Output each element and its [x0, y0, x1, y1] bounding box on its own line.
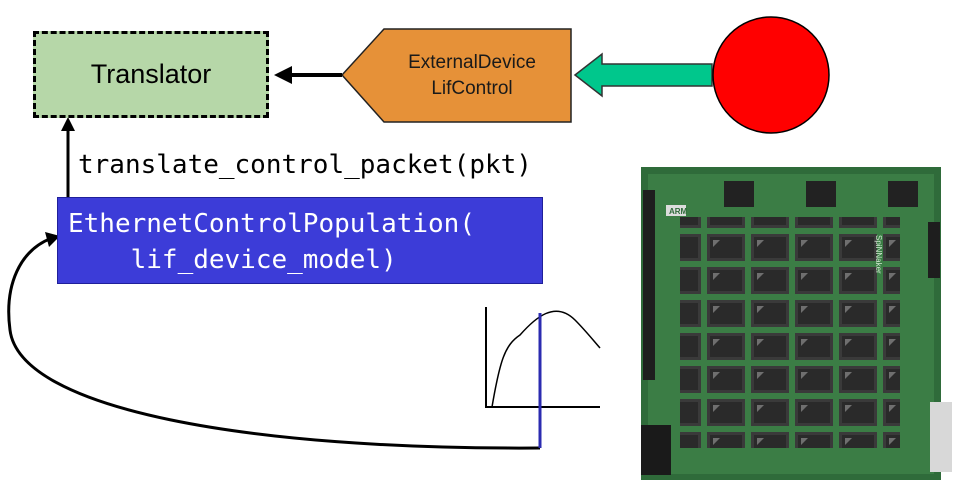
top-chip-3	[888, 181, 918, 207]
board-name-label: SpiNNaker	[874, 235, 883, 274]
feedback-curve-arrowhead	[45, 232, 60, 247]
arm-logo-box	[666, 205, 686, 216]
translator-box: Translator	[33, 31, 269, 118]
external-device-label: ExternalDevice LifControl	[372, 44, 572, 108]
population-line2: lif_device_model)	[68, 245, 397, 275]
population-box: EthernetControlPopulation( lif_device_mo…	[57, 197, 543, 284]
top-chip-1	[724, 181, 754, 207]
population-to-translator-arrowhead	[61, 117, 75, 131]
bottom-right-connector	[930, 402, 952, 472]
device-to-translator-arrowhead	[274, 66, 292, 84]
external-device-line1: ExternalDevice	[408, 52, 536, 73]
stimulus-circle	[712, 16, 830, 134]
stimulus-arrow	[573, 52, 713, 98]
chip-grid	[680, 217, 900, 448]
left-connectors	[643, 190, 655, 380]
translator-label: Translator	[90, 59, 212, 89]
response-plot	[485, 307, 601, 448]
top-chip-2	[806, 181, 836, 207]
method-call-label: translate_control_packet(pkt)	[78, 150, 532, 180]
arm-logo: ARM	[669, 207, 688, 216]
spinnaker-board: ARM SpiNNaker	[641, 167, 952, 480]
external-device-shape	[340, 28, 572, 123]
plot-curve	[491, 310, 601, 408]
feedback-curve-arrow	[7, 236, 541, 450]
bottom-left-connector	[641, 425, 671, 475]
population-line1: EthernetControlPopulation(	[68, 209, 475, 239]
external-device-line2: LifControl	[431, 78, 513, 99]
right-connectors	[928, 222, 940, 278]
